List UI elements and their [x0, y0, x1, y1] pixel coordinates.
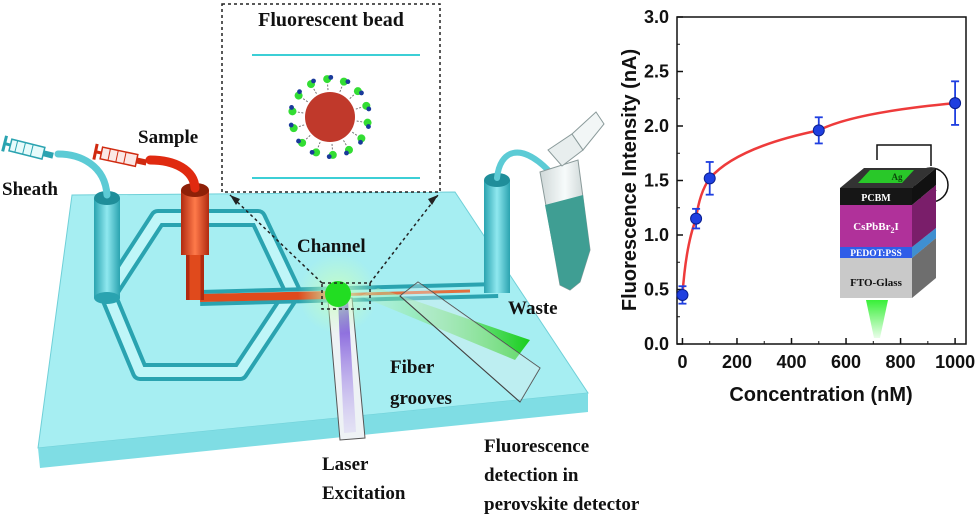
- sheath-syringe-icon: [1, 135, 54, 160]
- y-tick-label: 1.5: [644, 171, 669, 191]
- y-axis-label: Fluorescence Intensity (nA): [619, 49, 641, 311]
- ligand-linker: [326, 79, 329, 91]
- x-tick-label: 400: [776, 352, 806, 372]
- fluorophore-dot: [339, 77, 348, 86]
- ligand-linker: [356, 120, 368, 124]
- channel-zoom-box: [321, 282, 371, 310]
- label-sheath: Sheath: [2, 179, 58, 200]
- detection-fiber: [360, 281, 541, 403]
- chart-ticks: 0.0 0.5 1.0 1.5 2.0 2.5 3.0 0 200 400 600 800 1000: [644, 7, 975, 372]
- series-line: [681, 101, 956, 296]
- label-fiber-grooves-line2: grooves: [390, 388, 452, 409]
- label-waste: Waste: [508, 298, 558, 319]
- ligand-linker: [331, 143, 334, 155]
- label-laser-line2: Excitation: [322, 483, 406, 504]
- ligand-linker: [352, 131, 362, 139]
- ligand-head-dot: [344, 150, 349, 156]
- incident-light-cone: [866, 300, 888, 338]
- ligand-linker: [298, 95, 308, 103]
- ligand-head-dot: [288, 122, 294, 128]
- ligand-head-dot: [297, 89, 302, 95]
- sample-tubing: [145, 155, 200, 193]
- label-fluorescent-bead: Fluorescent bead: [258, 9, 404, 31]
- layer-pcbm-label: PCBM: [861, 193, 891, 204]
- y-tick-label: 1.0: [644, 225, 669, 245]
- ligand-head-dot: [296, 138, 301, 144]
- data-point: [812, 124, 825, 137]
- chip-front-edge: [38, 393, 588, 468]
- ligand-head-dot: [366, 106, 372, 112]
- waste-outlet-pillar: [484, 173, 510, 293]
- ligand-linker: [343, 140, 350, 151]
- chart-series: [676, 80, 962, 305]
- diagram-labels: Fluorescent bead Sample Sheath Channel W…: [2, 9, 640, 515]
- microfluidic-chip: [1, 111, 605, 468]
- layer-perovskite-label: CsPbBr2I: [853, 221, 899, 235]
- data-point: [690, 212, 703, 225]
- label-fiber-grooves-line1: Fiber: [390, 357, 435, 378]
- y-tick-label: 2.5: [644, 62, 669, 82]
- sample-inlet-pillar: [181, 183, 209, 255]
- label-laser-line1: Laser: [322, 454, 369, 475]
- sample-syringe-icon: [92, 143, 147, 168]
- illuminated-bead: [325, 281, 351, 307]
- y-tick-label: 2.0: [644, 116, 669, 136]
- bead-core: [305, 92, 355, 142]
- sheath-tubing: [54, 150, 111, 199]
- ligand-head-dot: [309, 149, 315, 155]
- data-point: [703, 172, 716, 185]
- ligand-linker: [355, 105, 367, 110]
- label-detection-line2: detection in: [484, 465, 579, 486]
- intensity-chart: 0.0 0.5 1.0 1.5 2.0 2.5 3.0 0 200 400 600 800 1000 C…: [619, 7, 975, 406]
- label-detection-line3: perovskite detector: [484, 494, 640, 515]
- fluorescent-bead-inset: [221, 3, 441, 193]
- ligand-head-dot: [345, 79, 351, 85]
- ligand-linker: [339, 81, 345, 93]
- data-point: [676, 288, 689, 301]
- ligand-head-dot: [328, 74, 334, 80]
- waste-vial-icon: [539, 111, 605, 291]
- waste-tubing: [494, 149, 551, 181]
- ligand-head-dot: [366, 124, 371, 129]
- bead-ligands: [288, 74, 372, 160]
- y-tick-label: 3.0: [644, 7, 669, 27]
- ligand-head-dot: [326, 154, 332, 160]
- x-tick-label: 200: [722, 352, 752, 372]
- x-axis-label: Concentration (nM): [729, 384, 912, 406]
- ligand-linker: [315, 141, 321, 153]
- x-tick-label: 0: [677, 352, 687, 372]
- x-tick-label: 1000: [935, 352, 975, 372]
- layer-fto-label: FTO-Glass: [850, 277, 902, 289]
- label-detection-line1: Fluorescence: [484, 436, 589, 457]
- ligand-head-dot: [358, 139, 363, 145]
- ligand-linker: [292, 110, 304, 114]
- y-tick-label: 0.5: [644, 280, 669, 300]
- fluorophore-dot: [312, 148, 321, 157]
- sheath-inlet-pillar: [94, 191, 120, 304]
- ligand-linker: [310, 83, 317, 94]
- layer-ag-label: Ag: [892, 172, 903, 182]
- ligand-head-dot: [311, 78, 316, 84]
- ligand-head-dot: [359, 90, 364, 96]
- data-point: [949, 97, 962, 110]
- layer-pedot-label: PEDOT:PSS: [850, 249, 902, 259]
- y-tick-label: 0.0: [644, 334, 669, 354]
- ligand-linker: [293, 124, 305, 129]
- x-tick-label: 600: [831, 352, 861, 372]
- label-sample: Sample: [138, 127, 198, 148]
- label-channel: Channel: [297, 236, 366, 257]
- ligand-linker: [301, 134, 311, 144]
- x-tick-label: 800: [886, 352, 916, 372]
- perovskite-detector-stack: A FTO-Glass PEDOT:PSS CsPbBr2I PCBM Ag: [840, 144, 949, 338]
- ligand-linker: [349, 90, 359, 100]
- ligand-head-dot: [289, 105, 294, 110]
